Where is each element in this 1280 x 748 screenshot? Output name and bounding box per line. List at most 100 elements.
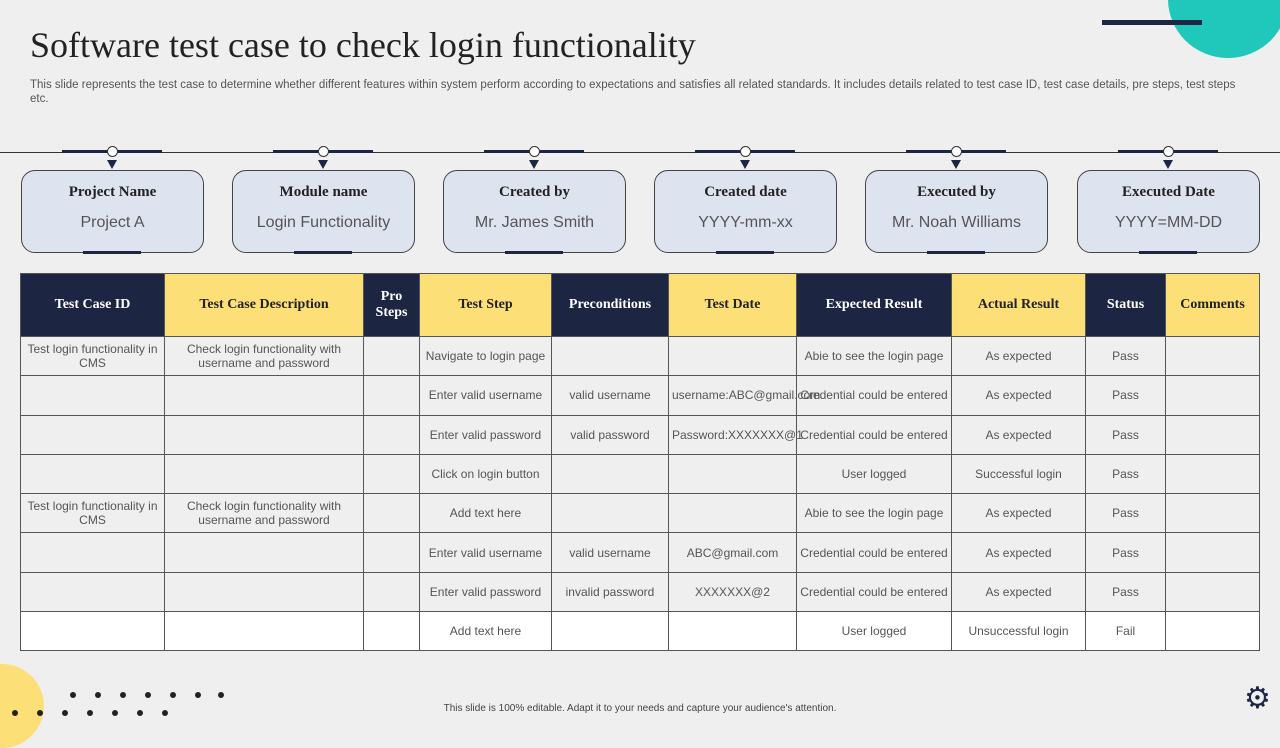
dot	[145, 692, 151, 698]
table-cell	[1165, 375, 1260, 416]
table-cell	[1165, 493, 1260, 534]
table-cell	[668, 335, 797, 377]
table-cell	[164, 532, 364, 573]
connector-dot	[951, 146, 962, 157]
card-bottom-bar	[294, 251, 352, 254]
connector-dot	[107, 146, 118, 157]
table-cell	[1165, 335, 1260, 377]
top-bar-decoration	[1102, 20, 1202, 25]
table-cell: valid username	[551, 532, 669, 573]
table-cell: Add text here	[419, 493, 552, 534]
info-card: Module name Login Functionality	[232, 170, 415, 253]
card-value: Project A	[80, 214, 145, 231]
table-cell: As expected	[951, 532, 1086, 573]
table-cell	[164, 571, 364, 613]
table-cell	[164, 414, 364, 455]
table-cell	[363, 493, 420, 534]
dot	[195, 692, 201, 698]
card-value: Mr. Noah Williams	[892, 214, 1021, 231]
table-cell: Pass	[1085, 493, 1166, 534]
dot	[37, 710, 43, 716]
table-cell: Abie to see the login page	[796, 335, 952, 377]
table-cell: username:ABC@gmail.com	[668, 375, 820, 416]
table-cell	[551, 335, 669, 377]
table-cell: As expected	[951, 414, 1086, 455]
table-cell	[668, 453, 797, 495]
table-cell: Enter valid password	[419, 571, 552, 613]
table-cell	[363, 453, 420, 495]
arrow-down-icon	[318, 160, 328, 169]
table-cell: Unsuccessful login	[951, 611, 1086, 652]
table-cell: Check login functionality with username …	[164, 493, 364, 534]
table-cell: Credential could be entered	[796, 571, 952, 613]
dot	[112, 710, 118, 716]
dot	[62, 710, 68, 716]
table-cell	[551, 453, 669, 495]
table-cell	[363, 611, 420, 652]
table-cell: Fail	[1085, 611, 1166, 652]
table-cell: As expected	[951, 375, 1086, 416]
table-cell: Click on login button	[419, 453, 552, 495]
card-label: Project Name	[68, 184, 157, 200]
table-cell: invalid password	[551, 571, 669, 613]
table-cell	[20, 414, 165, 455]
card-label: Created by	[499, 184, 570, 200]
table-cell: ABC@gmail.com	[668, 532, 797, 573]
timeline-line	[0, 152, 1280, 153]
info-card: Project Name Project A	[21, 170, 204, 253]
table-cell: Pass	[1085, 453, 1166, 495]
arrow-down-icon	[951, 160, 961, 169]
table-cell	[1165, 571, 1260, 613]
table-cell	[164, 375, 364, 416]
table-cell: Check login functionality with username …	[164, 335, 364, 377]
table-cell: Navigate to login page	[419, 335, 552, 377]
table-cell	[668, 493, 797, 534]
card-value: YYYY=MM-DD	[1114, 214, 1223, 231]
dot	[12, 710, 18, 716]
table-cell	[20, 571, 165, 613]
arrow-down-icon	[107, 160, 117, 169]
dot	[170, 692, 176, 698]
dot	[70, 692, 76, 698]
column-header: Preconditions	[551, 273, 669, 337]
column-header: Test Case Description	[164, 273, 364, 337]
table-cell: Pass	[1085, 571, 1166, 613]
table-cell	[363, 414, 420, 455]
table-cell: As expected	[951, 493, 1086, 534]
column-header: Expected Result	[796, 273, 952, 337]
table-cell	[20, 532, 165, 573]
connector-dot	[318, 146, 329, 157]
table-cell	[20, 611, 165, 652]
card-value: YYYY-mm-xx	[698, 214, 793, 231]
connector-dot	[1163, 146, 1174, 157]
page-subtitle: This slide represents the test case to d…	[30, 79, 1236, 105]
card-label: Module name	[279, 184, 368, 200]
table-cell: Enter valid username	[419, 375, 552, 416]
card-value: Mr. James Smith	[474, 214, 595, 231]
table-cell	[20, 375, 165, 416]
card-bottom-bar	[927, 251, 985, 254]
table-cell: As expected	[951, 571, 1086, 613]
table-cell: Successful login	[951, 453, 1086, 495]
table-cell: User logged	[796, 453, 952, 495]
table-cell: valid username	[551, 375, 669, 416]
page-title: Software test case to check login functi…	[30, 25, 696, 65]
table-cell: valid password	[551, 414, 669, 455]
table-cell	[363, 335, 420, 377]
card-bottom-bar	[716, 251, 774, 254]
column-header: Test Date	[668, 273, 797, 337]
arrow-down-icon	[529, 160, 539, 169]
table-cell	[551, 493, 669, 534]
connector-dot	[529, 146, 540, 157]
table-cell: Password:XXXXXXX@1	[668, 414, 803, 455]
table-cell: Credential could be entered	[796, 532, 952, 573]
table-cell: Pass	[1085, 532, 1166, 573]
column-header: Comments	[1165, 273, 1260, 337]
